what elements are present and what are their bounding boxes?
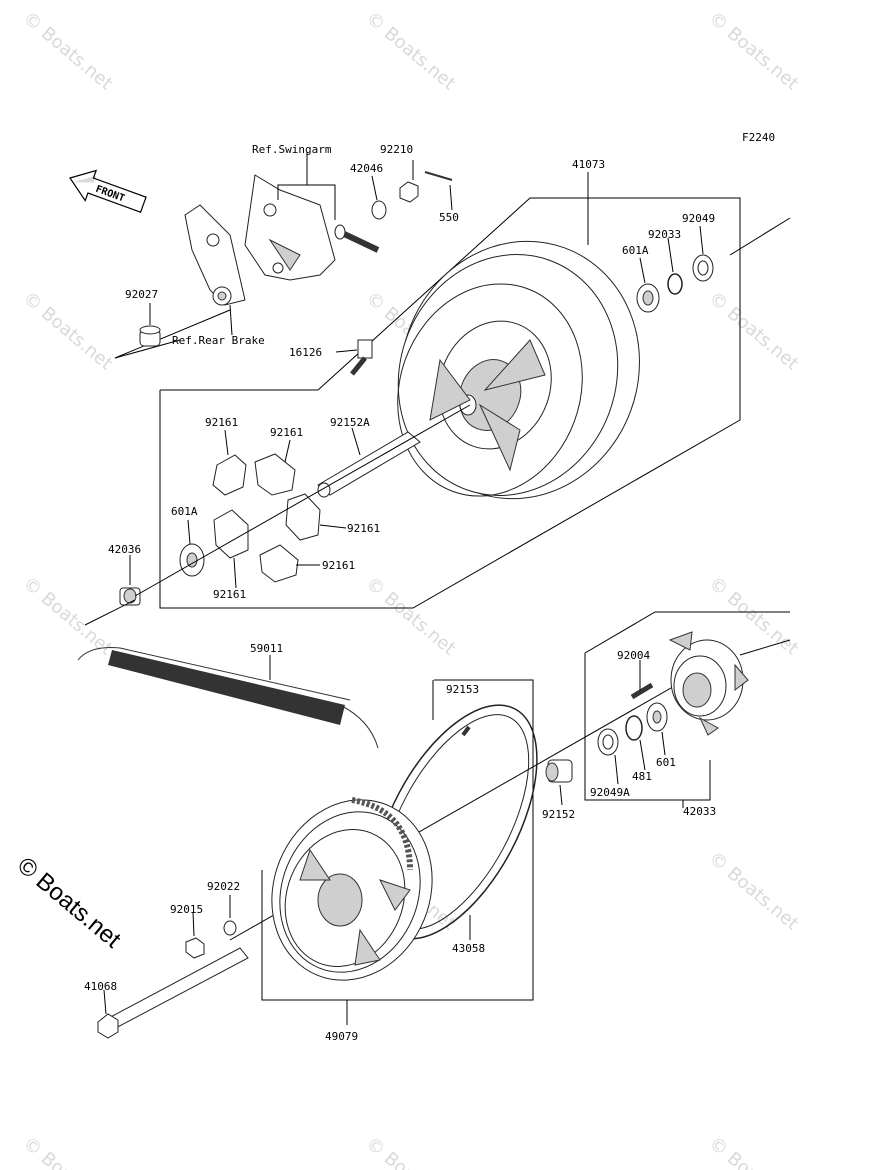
watermark: © Boats.net [362,573,460,660]
part-label-59011: 59011 [250,642,283,655]
part-label-92015: 92015 [170,903,203,916]
bearing-601A-right [636,283,660,313]
upper-assembly: Ref.Swingarm 92210 42046 550 92027 Ref.R [84,143,791,626]
part-label-92161-b: 92161 [270,426,303,439]
watermark: © Boats.net [705,8,803,95]
collar-92027 [139,325,161,347]
rear-wheel-41073 [397,240,640,500]
diagram-code: F2240 [742,131,775,144]
damper-92161-b [254,453,296,496]
part-label-92153: 92153 [446,683,479,696]
collar-42036 [119,587,141,606]
watermark: © Boats.net [19,1133,117,1170]
cotter-pin-550 [424,171,453,181]
adjuster-bolt [334,224,380,253]
watermark: © Boats.net [362,8,460,95]
part-label-92049: 92049 [682,212,715,225]
damper-92161-e [259,544,299,583]
watermark: © Boats.net [19,8,117,95]
front-arrow-icon: FRONT [69,169,147,213]
damper-92161-c [285,493,321,541]
watermark: © Boats.net [362,1133,460,1170]
drive-belt-59011 [77,647,379,749]
part-label-92027: 92027 [125,288,158,301]
hub-42033 [668,631,749,736]
air-valve-16126 [350,339,373,376]
part-label-43058: 43058 [452,942,485,955]
part-label-92161-e: 92161 [322,559,355,572]
part-label-92161-c: 92161 [347,522,380,535]
brake-caliper-bracket [184,204,246,306]
washer-42046 [371,200,387,220]
washer-92022 [223,920,237,936]
part-label-601A-top: 601A [622,244,649,257]
part-label-16126: 16126 [289,346,322,359]
ref-rear-brake-label: Ref.Rear Brake [172,334,265,347]
part-label-601: 601 [656,756,676,769]
part-label-481: 481 [632,770,652,783]
part-label-49079: 49079 [325,1030,358,1043]
swingarm-ref [244,174,336,281]
part-label-92152: 92152 [542,808,575,821]
part-label-601A-left: 601A [171,505,198,518]
part-label-41068: 41068 [84,980,117,993]
sprocket-49079 [271,797,433,981]
brand-watermark: © Boats.net [12,852,126,954]
part-label-550: 550 [439,211,459,224]
bolt-92153 [461,725,471,737]
part-label-92004: 92004 [617,649,650,662]
watermark: © Boats.net [705,288,803,375]
part-label-92161-a: 92161 [205,416,238,429]
part-label-92161-d: 92161 [213,588,246,601]
part-label-41073: 41073 [572,158,605,171]
lower-assembly: 42033 92004 601 481 92049A [84,611,791,1043]
nut-92015 [185,937,205,959]
oil-seal-92049A [597,728,619,756]
collar-92152 [545,759,573,783]
axle-41068 [97,947,249,1039]
stud-92004 [630,682,654,700]
damper-92161-a [212,454,247,496]
watermark: © Boats.net [705,848,803,935]
part-label-42033: 42033 [683,805,716,818]
part-label-92033: 92033 [648,228,681,241]
part-label-92022: 92022 [207,880,240,893]
circlip-481 [625,715,643,741]
part-label-92210: 92210 [380,143,413,156]
adjuster-nut-92210 [399,181,419,203]
part-label-42036: 42036 [108,543,141,556]
ref-swingarm-label: Ref.Swingarm [252,143,332,156]
watermark: © Boats.net [705,1133,803,1170]
circlip-92033 [667,273,683,295]
oil-seal-92049 [692,254,714,282]
part-label-92152A: 92152A [330,416,370,429]
bearing-601 [646,702,668,732]
part-label-42046: 42046 [350,162,383,175]
bearing-601A-left [179,543,205,577]
part-label-92049A: 92049A [590,786,630,799]
watermark: © Boats.net [19,288,117,375]
